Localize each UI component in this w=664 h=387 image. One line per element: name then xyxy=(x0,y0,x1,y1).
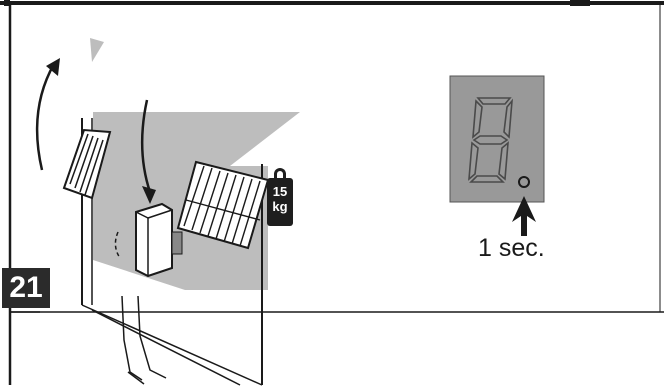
weight-icon: 15 kg xyxy=(267,168,293,226)
digit-display xyxy=(450,76,544,202)
small-shade-marker xyxy=(90,38,104,62)
top-right-tab xyxy=(570,0,590,6)
weight-body: 15 kg xyxy=(267,178,293,226)
weight-unit: kg xyxy=(267,199,293,214)
floor-track xyxy=(10,305,262,385)
weight-handle xyxy=(274,168,286,178)
timing-label: 1 sec. xyxy=(478,234,545,263)
weight-value: 15 xyxy=(267,184,293,199)
step-number-badge: 21 xyxy=(2,268,50,308)
motor-bracket xyxy=(172,232,182,254)
up-arrow-icon xyxy=(37,64,54,170)
